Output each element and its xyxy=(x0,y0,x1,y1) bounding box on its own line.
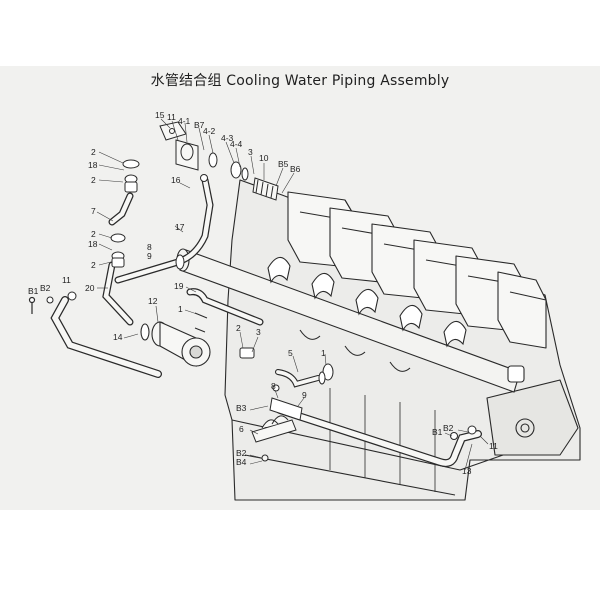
callout-14: 14 xyxy=(113,332,123,342)
pipe-14 xyxy=(50,296,162,378)
callout-3: 3 xyxy=(248,147,253,157)
callout-labels: 15 11 4-1 B7 4-2 4-3 4-4 3 10 B5 B6 16 2… xyxy=(28,110,498,476)
callout-13: 13 xyxy=(462,466,472,476)
cylinder-head-6 xyxy=(497,271,547,349)
callout-1: 1 xyxy=(321,348,326,358)
callout-18: 18 xyxy=(88,160,98,170)
pipe-19 xyxy=(186,288,264,326)
leader-lines xyxy=(96,118,489,471)
callout-11: 11 xyxy=(62,275,71,285)
callout-b6: B6 xyxy=(290,164,301,174)
callout-5: 5 xyxy=(288,348,293,358)
callout-3: 3 xyxy=(256,327,261,337)
callout-12: 12 xyxy=(148,296,158,306)
callout-9: 9 xyxy=(147,251,152,261)
callout-2: 2 xyxy=(91,147,96,157)
callout-2: 2 xyxy=(236,323,241,333)
callout-b2: B2 xyxy=(443,423,454,433)
callout-4-3: 4-3 xyxy=(221,133,234,143)
callout-b3: B3 xyxy=(236,403,247,413)
callout-2: 2 xyxy=(91,175,96,185)
water-pump-12 xyxy=(140,321,211,367)
callout-7: 7 xyxy=(91,206,96,216)
callout-b4: B4 xyxy=(236,457,247,467)
callout-8: 8 xyxy=(271,381,276,391)
cylinder-heads xyxy=(287,191,547,349)
callout-6: 6 xyxy=(239,424,244,434)
callout-19: 19 xyxy=(174,281,184,291)
callout-b1: B1 xyxy=(28,286,39,296)
callout-20: 20 xyxy=(85,283,95,293)
pipe-20 xyxy=(102,261,134,326)
outlet-coupling-10 xyxy=(252,177,279,201)
pipe-13 xyxy=(276,406,482,468)
callout-16: 16 xyxy=(171,175,181,185)
small-clamps xyxy=(46,291,477,440)
clamp-bracket-6 xyxy=(251,415,297,462)
callout-10: 10 xyxy=(259,153,269,163)
bolt-b1-left xyxy=(28,296,36,314)
diagram-title: 水管结合组 Cooling Water Piping Assembly xyxy=(150,73,450,89)
callout-18: 18 xyxy=(88,239,98,249)
callout-17: 17 xyxy=(175,222,185,232)
hose-clamps xyxy=(110,159,185,270)
callout-2: 2 xyxy=(91,260,96,270)
callout-1: 1 xyxy=(178,304,183,314)
callout-b5: B5 xyxy=(278,159,289,169)
callout-2: 2 xyxy=(91,229,96,239)
callout-b1: B1 xyxy=(432,427,443,437)
callout-b7: B7 xyxy=(194,120,205,130)
flange-rings xyxy=(200,152,249,182)
callout-4-2: 4-2 xyxy=(203,126,216,136)
pipe-5 xyxy=(275,369,321,388)
callout-11: 11 xyxy=(489,441,498,451)
callout-8: 8 xyxy=(147,242,152,252)
callout-4-1: 4-1 xyxy=(178,116,191,126)
callout-9: 9 xyxy=(302,390,307,400)
callout-b2: B2 xyxy=(40,283,51,293)
pipe-7-elbow xyxy=(108,192,134,226)
callout-4-4: 4-4 xyxy=(230,139,243,149)
callout-11: 11 xyxy=(167,112,176,122)
thermostat-housing xyxy=(159,121,199,171)
callout-15: 15 xyxy=(155,110,165,120)
callout-b2: B2 xyxy=(236,448,247,458)
